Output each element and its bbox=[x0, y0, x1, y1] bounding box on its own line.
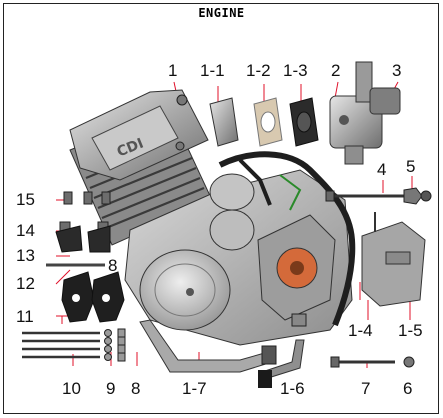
gear-shift-lever-1-6 bbox=[258, 339, 305, 388]
bolt-4-and-nut-5 bbox=[325, 187, 432, 205]
callout-9: 9 bbox=[106, 379, 116, 398]
callout-10: 10 bbox=[62, 379, 81, 398]
kick-starter-lever-1-7 bbox=[139, 319, 277, 373]
bracket-hardware bbox=[46, 191, 125, 323]
carburetor bbox=[329, 61, 401, 165]
engine-assembly: CDI bbox=[69, 89, 356, 346]
side-cover-1-5 bbox=[361, 212, 426, 307]
callout-1-6: 1-6 bbox=[280, 379, 305, 398]
callout-1: 1 bbox=[168, 61, 178, 80]
callout-1-4: 1-4 bbox=[348, 321, 373, 340]
callout-13: 13 bbox=[16, 246, 35, 265]
callout-1-7: 1-7 bbox=[182, 379, 207, 398]
callout-1-5: 1-5 bbox=[398, 321, 423, 340]
callout-3: 3 bbox=[392, 61, 402, 80]
callout-5: 5 bbox=[406, 157, 416, 176]
callout-15: 15 bbox=[16, 190, 35, 209]
long-bolts bbox=[22, 331, 100, 359]
callout-7: 7 bbox=[361, 379, 371, 398]
callout-2: 2 bbox=[331, 61, 341, 80]
callout-11: 11 bbox=[16, 307, 34, 326]
intake-parts bbox=[209, 97, 319, 147]
callout-1-3: 1-3 bbox=[283, 61, 308, 80]
callout-1-2: 1-2 bbox=[246, 61, 271, 80]
diagram-border bbox=[3, 3, 439, 414]
callout-1-1: 1-1 bbox=[200, 61, 225, 80]
diagram-title: ENGINE bbox=[198, 6, 245, 20]
callout-8-lower: 8 bbox=[131, 379, 141, 398]
callout-12: 12 bbox=[16, 274, 35, 293]
callout-14: 14 bbox=[16, 221, 35, 240]
callout-4: 4 bbox=[377, 160, 387, 179]
washers-and-nuts bbox=[104, 328, 126, 362]
callout-6: 6 bbox=[403, 379, 413, 398]
bolt-7-and-nut-6 bbox=[330, 356, 415, 368]
callout-8-upper: 8 bbox=[108, 256, 118, 275]
